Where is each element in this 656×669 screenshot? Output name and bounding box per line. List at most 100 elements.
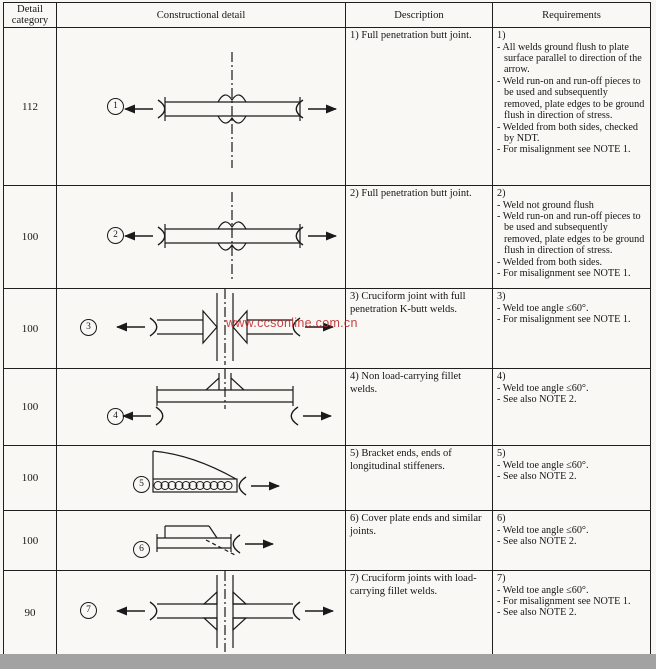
fillet-weld-left-top xyxy=(202,590,218,605)
detail-number-badge: 5 xyxy=(133,476,150,494)
k-weld-right xyxy=(232,309,248,345)
column-header-requirements: Requirements xyxy=(492,1,651,29)
requirement-line: 3) xyxy=(497,291,506,303)
column-header-constructional-detail: Constructional detail xyxy=(56,1,346,29)
table-row: 100 6 6) Cover xyxy=(3,510,651,572)
weld-bead-top xyxy=(217,221,247,230)
category-cell: 100 xyxy=(3,445,57,512)
description-cell: 2) Full penetration butt joint. xyxy=(345,185,493,290)
diagram-cell: 6 xyxy=(56,510,346,572)
requirement-line: - For misalignment see NOTE 1. xyxy=(497,144,631,156)
diagram-cover-plate-end xyxy=(156,525,345,556)
requirement-line: - Weld toe angle ≤60°. xyxy=(497,382,589,394)
requirement-line: - Weld not ground flush xyxy=(497,199,594,211)
table-row: 100 2 2) Full p xyxy=(3,185,651,290)
diagram-full-penetration-butt-joint-ground-flush xyxy=(57,52,345,169)
category-cell: 100 xyxy=(3,185,57,290)
stress-arrow-right xyxy=(296,227,336,245)
stress-arrow-left xyxy=(125,100,165,118)
detail-number-badge: 6 xyxy=(133,541,150,559)
fillet-weld-right-top xyxy=(232,590,248,605)
category-cell: 100 xyxy=(3,368,57,447)
constructional-detail-table: Detail category Constructional detail De… xyxy=(3,1,651,657)
k-weld-left xyxy=(202,309,218,345)
description-cell: 5) Bracket ends, ends of longitudinal st… xyxy=(345,445,493,512)
cover-plate-end-weld xyxy=(208,525,218,539)
table-row: 90 xyxy=(3,570,651,657)
stiffener-bar xyxy=(152,478,238,493)
column-header-description: Description xyxy=(345,1,493,29)
weld-coil-hatch xyxy=(153,481,233,491)
scan-bottom-strip xyxy=(0,654,656,669)
stress-arrow-right xyxy=(296,100,336,118)
fillet-weld-left-bottom xyxy=(202,617,218,632)
table-row: 112 1 1) Full p xyxy=(3,27,651,187)
requirement-line: 7) xyxy=(497,573,506,585)
requirement-line: - See also NOTE 2. xyxy=(497,607,577,619)
table-row: 100 xyxy=(3,445,651,512)
description-cell: 1) Full penetration butt joint. xyxy=(345,27,493,187)
requirement-line: - Weld toe angle ≤60°. xyxy=(497,302,589,314)
requirements-cell: 4)- Weld toe angle ≤60°.- See also NOTE … xyxy=(492,368,651,447)
weld-bead-bottom xyxy=(217,115,247,124)
watermark: www.ccsonline.com.cn xyxy=(226,316,358,330)
table-row: 100 xyxy=(3,368,651,447)
requirements-cell: 5)- Weld toe angle ≤60°.- See also NOTE … xyxy=(492,445,651,512)
description-cell: 4) Non load-carrying fillet welds. xyxy=(345,368,493,447)
stress-arrow-right xyxy=(233,535,273,553)
stress-arrow-right xyxy=(293,602,333,620)
diagram-bracket-end xyxy=(152,450,345,507)
detail-number-badge: 3 xyxy=(80,319,97,337)
requirement-line: 4) xyxy=(497,371,506,383)
category-cell: 100 xyxy=(3,510,57,572)
stress-arrow-left xyxy=(125,227,165,245)
detail-number-badge: 4 xyxy=(107,408,124,426)
requirements-cell: 2)- Weld not ground flush- Weld run-on a… xyxy=(492,185,651,290)
crack-path-dashed xyxy=(205,539,236,556)
requirement-line: - Weld toe angle ≤60°. xyxy=(497,459,589,471)
category-cell: 90 xyxy=(3,570,57,657)
requirement-line: 2) xyxy=(497,188,506,200)
stress-arrow-right xyxy=(291,407,331,425)
diagram-cell: 7 xyxy=(56,570,346,657)
table-row: 100 xyxy=(3,288,651,370)
requirement-line: - See also NOTE 2. xyxy=(497,394,577,406)
diagram-cruciform-k-butt-weld xyxy=(57,289,345,366)
column-header-detail-category: Detail category xyxy=(3,1,57,29)
category-cell: 100 xyxy=(3,288,57,370)
requirements-cell: 1)- All welds ground flush to plate surf… xyxy=(492,27,651,187)
header-row: Detail category Constructional detail De… xyxy=(3,1,651,29)
requirements-cell: 7)- Weld toe angle ≤60°.- For misalignme… xyxy=(492,570,651,657)
diagram-full-penetration-butt-joint xyxy=(57,192,345,280)
requirement-line: - Weld toe angle ≤60°. xyxy=(497,524,589,536)
requirement-line: - For misalignment see NOTE 1. xyxy=(497,314,631,326)
weld-bead-bottom xyxy=(217,242,247,251)
requirement-line: - See also NOTE 2. xyxy=(497,471,577,483)
requirement-line: - Welded from both sides. xyxy=(497,256,603,268)
diagram-cell: 4 xyxy=(56,368,346,447)
requirement-line: - Welded from both sides, checked by NDT… xyxy=(497,121,639,145)
fillet-weld-left xyxy=(205,377,220,391)
requirement-line: 6) xyxy=(497,513,506,525)
requirement-line: - For misalignment see NOTE 1. xyxy=(497,268,631,280)
diagram-cell: 5 xyxy=(56,445,346,512)
detail-number-badge: 7 xyxy=(80,602,97,620)
weld-bead-top xyxy=(217,94,247,103)
diagram-non-load-carrying-fillet-weld xyxy=(57,369,345,442)
requirement-line: - All welds ground flush to plate surfac… xyxy=(497,41,642,76)
requirement-line: - Weld run-on and run-off pieces to be u… xyxy=(497,75,645,122)
fillet-weld-right-bottom xyxy=(232,617,248,632)
stress-arrow-left xyxy=(123,407,163,425)
diagram-cruciform-load-carrying-fillet-welds xyxy=(57,571,345,653)
stress-arrow-right xyxy=(239,477,279,495)
requirement-line: - See also NOTE 2. xyxy=(497,536,577,548)
category-cell: 112 xyxy=(3,27,57,187)
detail-number-badge: 1 xyxy=(107,98,124,116)
diagram-cell: 3 xyxy=(56,288,346,370)
requirement-line: - For misalignment see NOTE 1. xyxy=(497,596,631,608)
requirement-line: - Weld run-on and run-off pieces to be u… xyxy=(497,211,645,257)
requirements-cell: 6)- Weld toe angle ≤60°.- See also NOTE … xyxy=(492,510,651,572)
stress-arrow-left xyxy=(117,318,157,336)
requirement-line: 1) xyxy=(497,30,506,42)
